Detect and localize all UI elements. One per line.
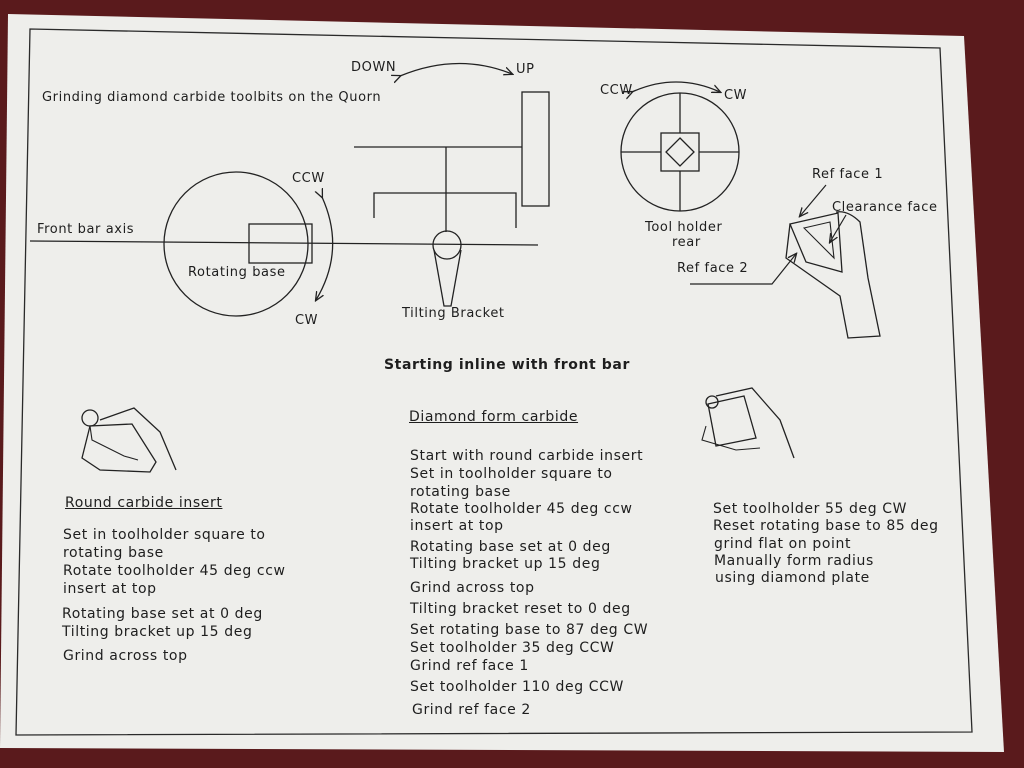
diamond-tool-sketch	[789, 212, 843, 273]
rotating-base-arrow	[316, 197, 334, 300]
round-line: Grind across top	[63, 648, 188, 664]
label-ref-face-2: Ref face 2	[677, 261, 749, 276]
right-line: grind flat on point	[714, 536, 852, 552]
diamond-line: Rotating base set at 0 deg	[410, 539, 611, 555]
right-line: using diamond plate	[715, 570, 870, 586]
round-line: Tilting bracket up 15 deg	[62, 624, 253, 640]
diamond-line: Set in toolholder square to	[410, 466, 613, 482]
tilting-bracket-frame	[373, 192, 517, 228]
diamond-line: Set rotating base to 87 deg CW	[410, 622, 649, 638]
label-ref-face-1: Ref face 1	[812, 167, 884, 182]
right-line: Manually form radius	[714, 553, 874, 569]
tool-holder-arrow	[632, 81, 720, 92]
label-ccw-left: CCW	[292, 171, 325, 186]
label-tilting-bracket: Tilting Bracket	[402, 306, 505, 321]
diamond-line: Grind across top	[410, 580, 535, 596]
label-tool-holder-rear: rear	[672, 235, 701, 250]
label-cw-left: CW	[295, 313, 319, 328]
paper-border	[15, 28, 973, 736]
label-ccw-right: CCW	[600, 83, 633, 98]
diamond-insert-sketch	[707, 395, 757, 447]
starting-heading: Starting inline with front bar	[384, 357, 630, 373]
diamond-line: Grind ref face 1	[410, 658, 529, 674]
diamond-line: Start with round carbide insert	[410, 448, 644, 464]
page-title: Grinding diamond carbide toolbits on the…	[42, 90, 382, 105]
label-down: DOWN	[351, 60, 397, 75]
paper-sheet	[0, 14, 1004, 752]
right-line: Set toolholder 55 deg CW	[713, 501, 908, 517]
up-arm-rect	[521, 91, 550, 207]
diamond-line: Set toolholder 110 deg CCW	[410, 679, 624, 695]
diamond-line: Set toolholder 35 deg CCW	[410, 640, 615, 656]
round-line: rotating base	[63, 545, 164, 561]
label-up: UP	[516, 62, 535, 77]
diamond-heading: Diamond form carbide	[409, 409, 579, 425]
round-heading: Round carbide insert	[65, 495, 223, 511]
label-tool-holder: Tool holder	[645, 220, 723, 235]
round-line: insert at top	[63, 581, 157, 597]
front-bar-axis-line	[29, 240, 539, 246]
tilting-pivot	[432, 230, 462, 260]
diamond-line: Tilting bracket reset to 0 deg	[410, 601, 631, 617]
tilting-bracket-shape	[433, 249, 462, 307]
down-up-arrow	[400, 62, 512, 76]
diamond-line: rotating base	[410, 484, 511, 500]
round-line: Rotate toolholder 45 deg ccw	[63, 563, 286, 579]
rotating-base-circle	[163, 171, 309, 317]
label-cw-right: CW	[724, 88, 748, 103]
diamond-line: insert at top	[410, 518, 504, 534]
diamond-line: Grind ref face 2	[412, 702, 531, 718]
label-rotating-base: Rotating base	[188, 265, 286, 280]
label-front-bar-axis: Front bar axis	[37, 222, 135, 237]
round-line: Set in toolholder square to	[63, 527, 266, 543]
right-line: Reset rotating base to 85 deg	[713, 518, 939, 534]
label-clearance-face: Clearance face	[832, 200, 938, 215]
diamond-line: Tilting bracket up 15 deg	[410, 556, 601, 572]
diamond-line: Rotate toolholder 45 deg ccw	[410, 501, 633, 517]
round-line: Rotating base set at 0 deg	[62, 606, 263, 622]
